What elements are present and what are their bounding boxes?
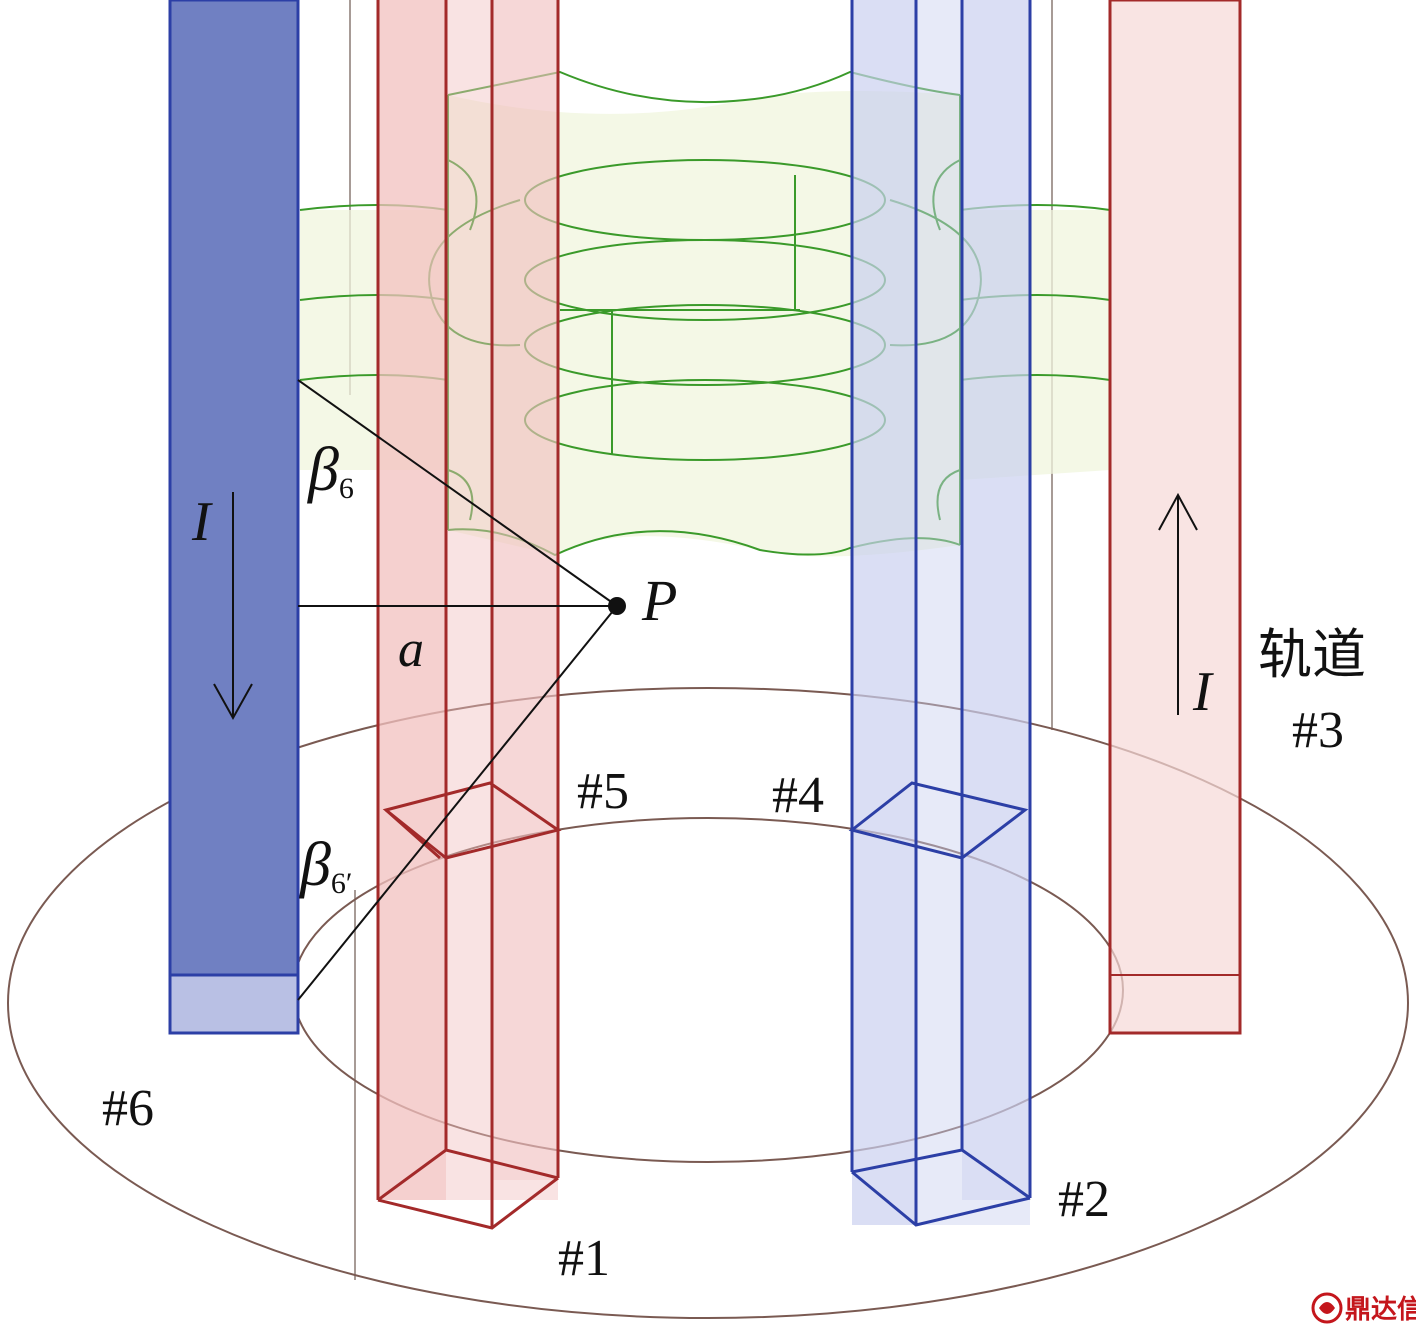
current-arrow-left — [213, 492, 253, 721]
beta-bottom-symbol: β — [299, 831, 331, 899]
rail-label-5: #5 — [577, 763, 629, 820]
watermark-text: 鼎达信 — [1345, 1295, 1416, 1325]
distance-label: a — [398, 621, 424, 678]
geometry-lines — [297, 379, 618, 1001]
field-mesh — [299, 70, 1111, 557]
current-arrow-right — [1158, 492, 1198, 715]
watermark-logo: 鼎达信 — [1311, 1292, 1416, 1325]
beta-bottom-label: β6′ — [299, 831, 352, 900]
rail-3 — [1108, 0, 1242, 1035]
current-label-right: I — [1192, 661, 1214, 723]
watermark-icon — [1311, 1292, 1343, 1324]
point-p-marker — [608, 597, 626, 615]
beta-top-label: β6 — [307, 436, 354, 505]
rail-label-1: #1 — [558, 1230, 610, 1287]
rail-4-and-2 — [848, 0, 1032, 1227]
beta-top-symbol: β — [307, 436, 339, 504]
beta-top-subscript: 6 — [339, 472, 354, 505]
rail-label-6: #6 — [102, 1080, 154, 1137]
rail-label-3: #3 — [1292, 702, 1344, 759]
point-p-label: P — [641, 568, 677, 633]
beta-bottom-subscript: 6′ — [331, 867, 353, 900]
track-label: 轨道 — [1258, 625, 1366, 685]
rail-label-2: #2 — [1058, 1171, 1110, 1228]
rail-5-and-1 — [376, 0, 562, 1230]
current-label-left: I — [191, 491, 213, 553]
rail-label-4: #4 — [772, 767, 824, 824]
